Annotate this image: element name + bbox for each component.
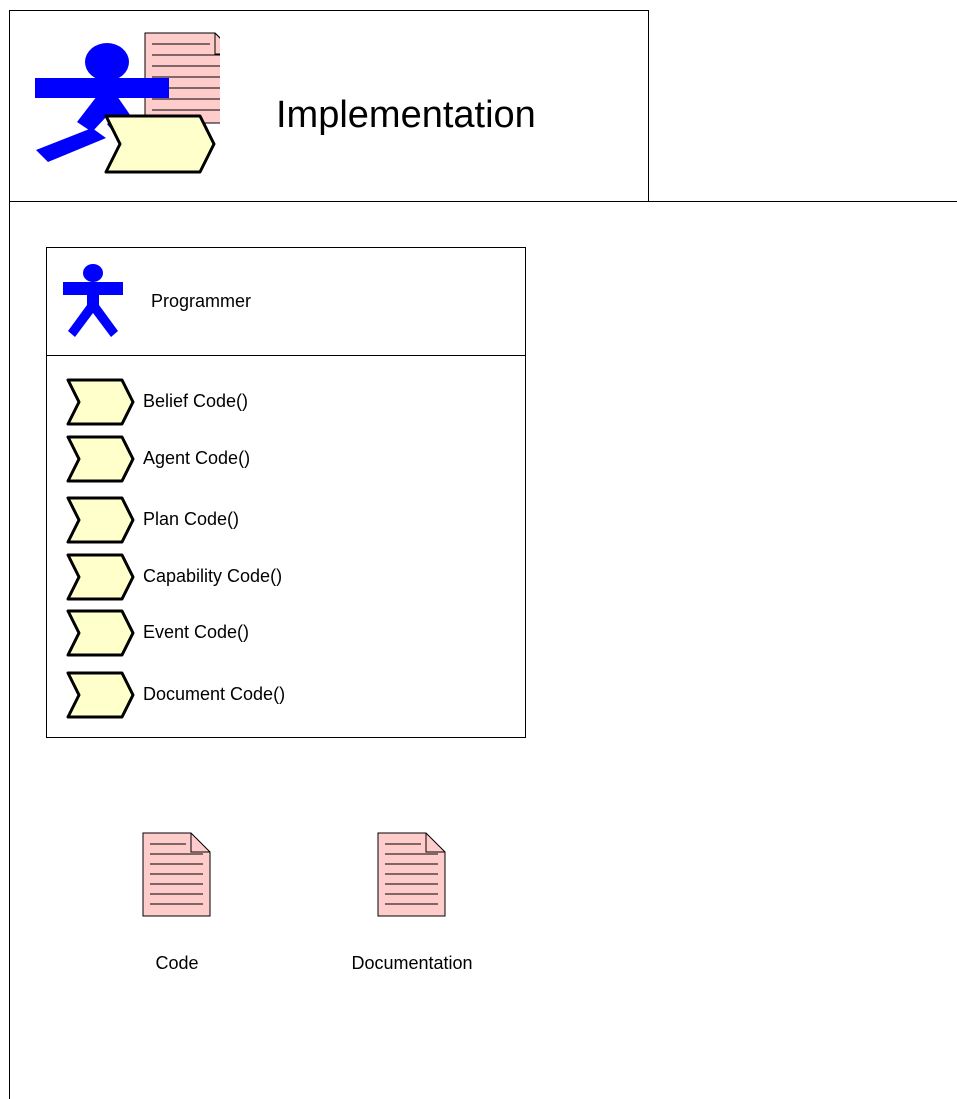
activity-chevron-icon: [66, 553, 135, 601]
activity-label: Plan Code(): [143, 509, 240, 529]
activity-agent-code: Agent Code(): [66, 435, 506, 483]
content-left-border: [9, 201, 10, 1099]
activity-chevron-icon: [66, 609, 135, 657]
activity-chevron-icon: [66, 496, 135, 544]
role-name: Programmer: [151, 291, 252, 311]
activity-event-code: Event Code(): [66, 609, 506, 657]
activity-chevron-icon: [66, 435, 135, 483]
document-icon: [142, 832, 211, 917]
activity-label: Event Code(): [143, 622, 250, 642]
role-box: [46, 247, 526, 738]
page-title: Implementation: [276, 94, 536, 136]
role-box-divider: [46, 355, 526, 356]
activity-label: Belief Code(): [143, 391, 249, 411]
document-icon: [377, 832, 446, 917]
artifact-label-documentation: Documentation: [351, 953, 473, 973]
activity-label: Agent Code(): [143, 448, 251, 468]
activity-capability-code: Capability Code(): [66, 553, 506, 601]
activity-belief-code: Belief Code(): [66, 378, 506, 426]
header-divider: [9, 201, 957, 202]
activity-label: Document Code(): [143, 684, 286, 704]
activity-chevron-icon: [66, 671, 135, 719]
activity-label: Capability Code(): [143, 566, 283, 586]
stick-figure-icon: [63, 264, 123, 337]
activity-document-code: Document Code(): [66, 671, 506, 719]
activity-chevron-icon: [66, 378, 135, 426]
activity-plan-code: Plan Code(): [66, 496, 506, 544]
worker-with-document-and-activity-icon: [35, 32, 220, 174]
artifact-label-code: Code: [155, 953, 199, 973]
header-frame: [9, 10, 649, 201]
